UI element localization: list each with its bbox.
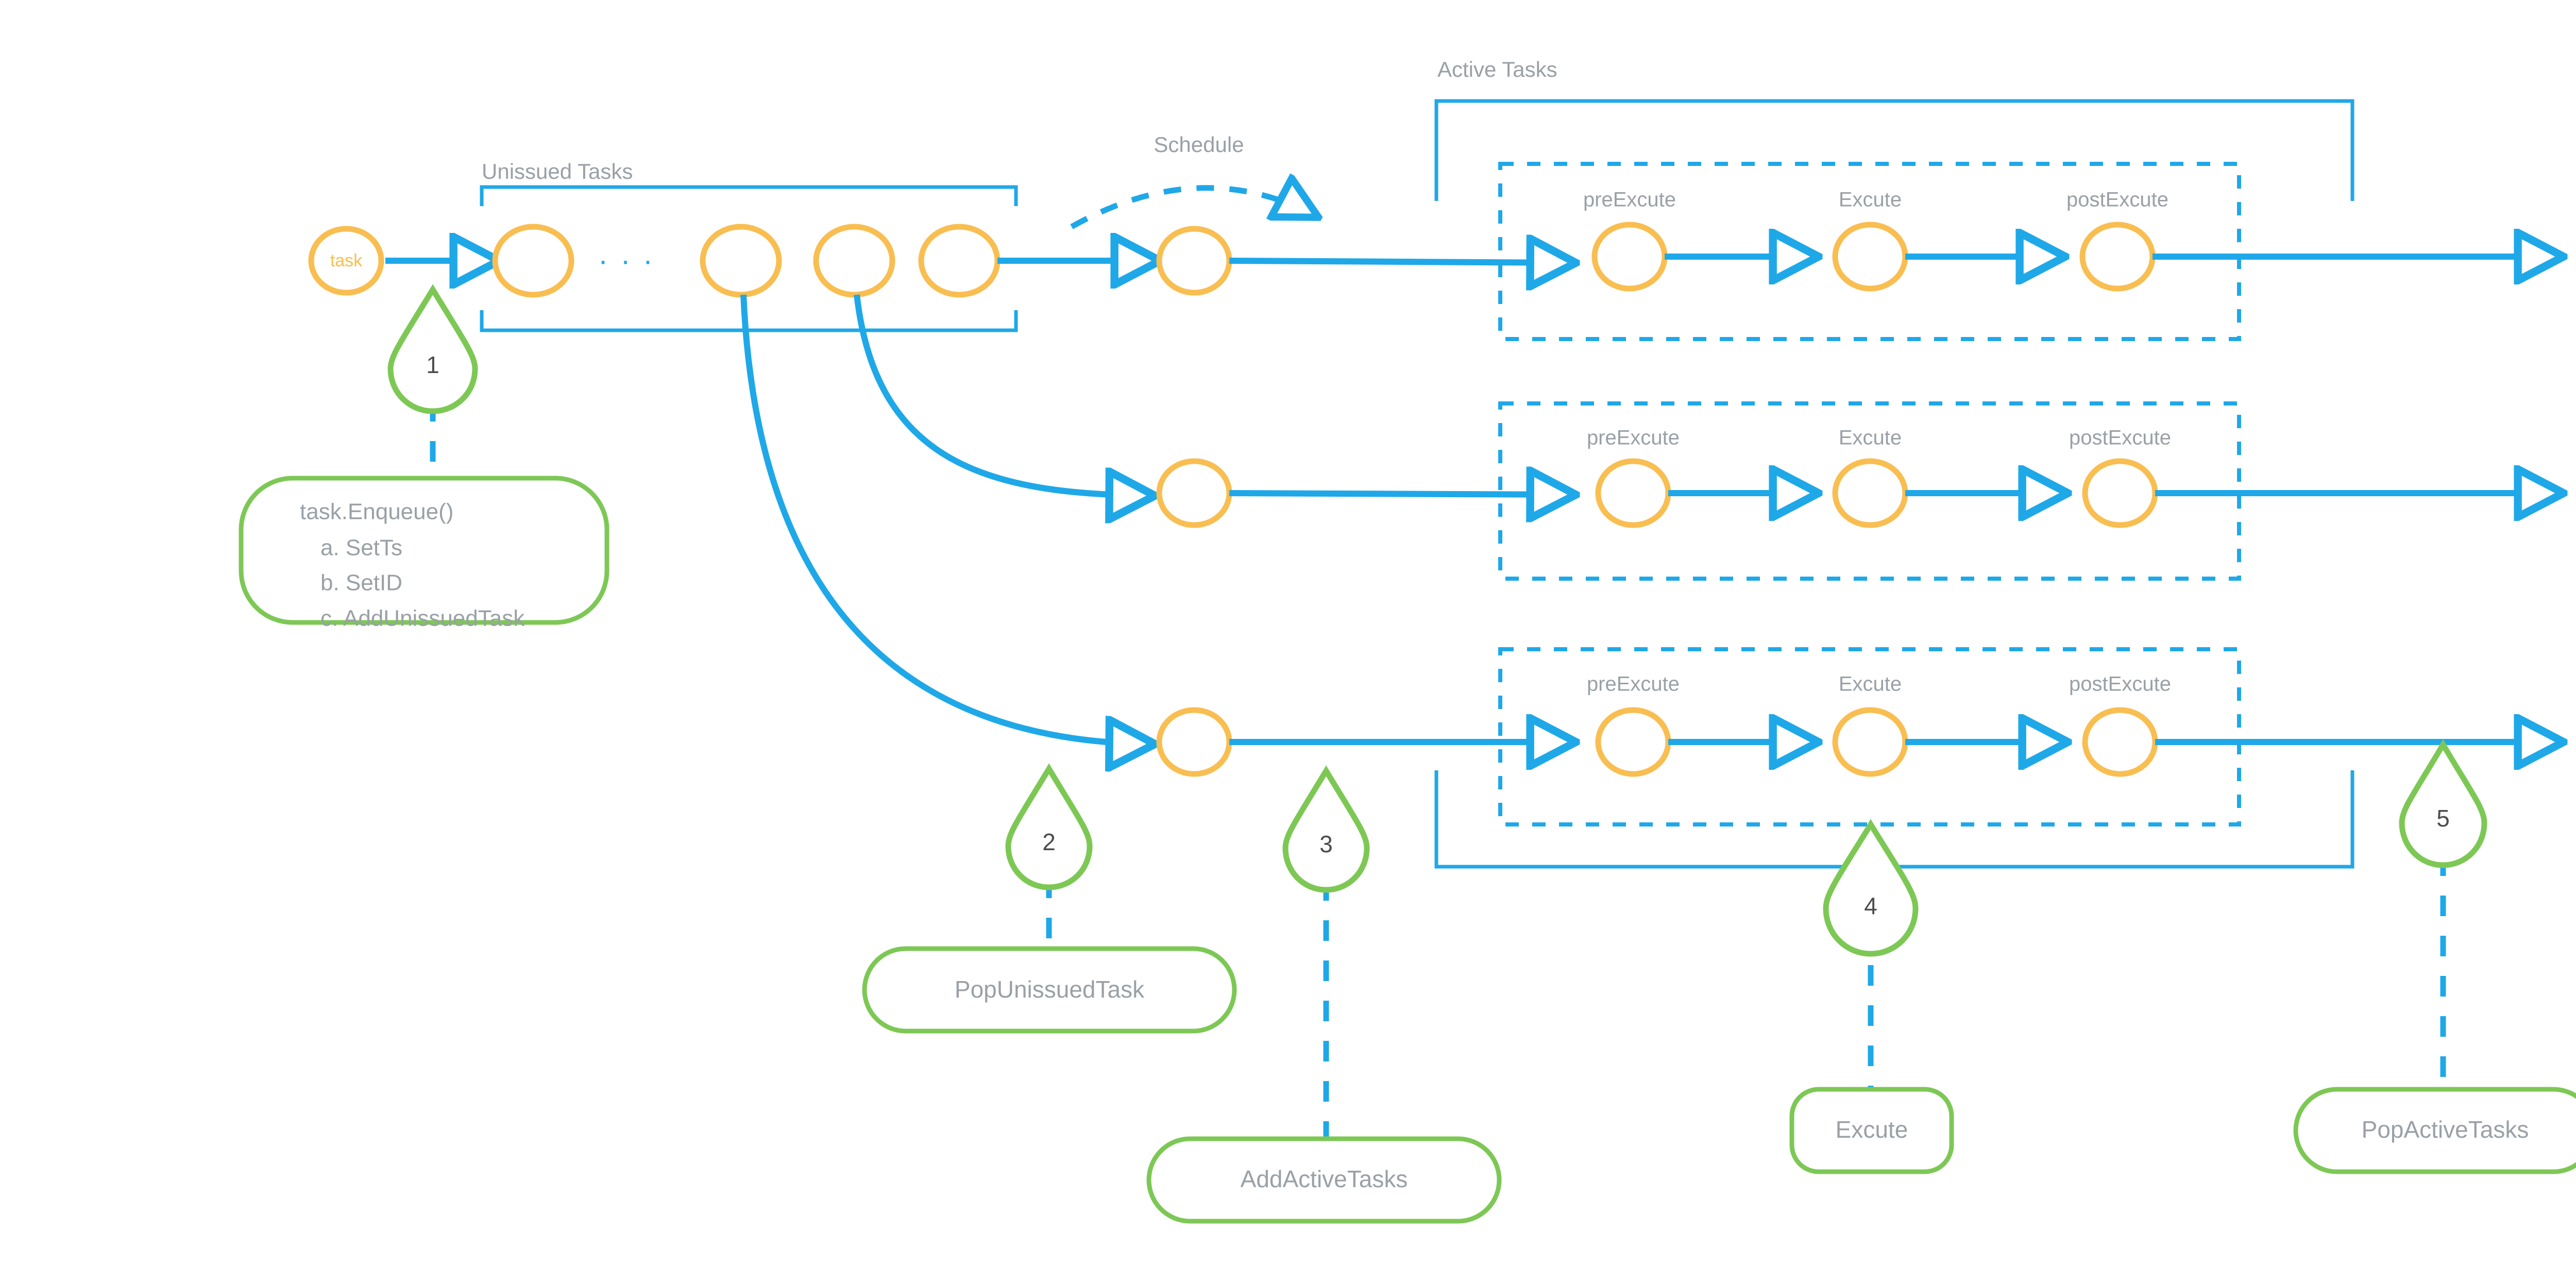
marker-3[interactable]: 3 — [1282, 765, 1370, 893]
queue-node-3[interactable] — [813, 224, 895, 298]
marker-3-label: 3 — [1319, 831, 1333, 857]
queue-node-1-group[interactable] — [492, 224, 574, 298]
queue-node-2[interactable] — [700, 224, 782, 298]
source-node[interactable] — [308, 226, 384, 296]
marker-4[interactable]: 4 — [1823, 819, 1919, 957]
row-1-stage-exec-label: Excute — [1839, 189, 1902, 211]
callout-add-active-tasks[interactable]: AddActiveTasks — [1146, 1136, 1502, 1224]
row-3-stage-exec-label: Excute — [1839, 673, 1902, 696]
row-3-stage-exec-node[interactable] — [1832, 707, 1908, 777]
marker-4-label: 4 — [1864, 892, 1877, 919]
schedule-label: Schedule — [1154, 132, 1244, 157]
row-2-stage-exec-label: Excute — [1839, 427, 1902, 449]
callout-enqueue-line-4: c. AddUnissuedTask — [320, 606, 525, 631]
queue-node-1[interactable] — [492, 224, 574, 298]
marker-1[interactable]: 1 — [387, 284, 478, 414]
edge-queue2-to-row3-entry — [740, 294, 1153, 744]
row-3-stage-post-node[interactable] — [2082, 707, 2158, 777]
row-1-stage-pre-label: preExcute — [1583, 189, 1676, 211]
callout-enqueue[interactable]: task.Enqueue() a. SetTs b. SetID c. AddU… — [239, 476, 609, 631]
row-3-stage-post-label: postExcute — [2069, 673, 2171, 696]
row-3-entry-node[interactable] — [1156, 707, 1232, 777]
queue-node-4[interactable] — [918, 224, 1001, 298]
row-2-stage-exec-node[interactable] — [1832, 458, 1908, 528]
marker-5[interactable]: 5 — [2399, 739, 2487, 868]
callout-add-active-tasks-label: AddActiveTasks — [1241, 1166, 1408, 1192]
callout-pop-active-tasks-label: PopActiveTasks — [2362, 1116, 2529, 1143]
row-1-entry-node[interactable] — [1156, 226, 1232, 296]
marker-2[interactable]: 2 — [1005, 763, 1093, 890]
row-3-stage-pre-label: preExcute — [1587, 673, 1680, 696]
row-2-stage-pre-label: preExcute — [1587, 427, 1680, 449]
active-tasks-label: Active Tasks — [1437, 57, 1557, 81]
source-node-label: task — [330, 251, 363, 271]
row-1-stage-pre-node[interactable] — [1591, 222, 1668, 292]
marker-2-label: 2 — [1042, 829, 1056, 855]
callout-pop-unissued-task-label: PopUnissuedTask — [955, 976, 1145, 1003]
row-1-stage-post-label: postExcute — [2066, 189, 2168, 211]
marker-5-label: 5 — [2436, 805, 2450, 832]
callout-pop-active-tasks[interactable]: PopActiveTasks — [2293, 1087, 2576, 1174]
callout-pop-unissued-task[interactable]: PopUnissuedTask — [862, 946, 1237, 1034]
row-3-stage-pre-node[interactable] — [1595, 707, 1671, 777]
callout-enqueue-line-2: a. SetTs — [320, 535, 402, 561]
callout-enqueue-line-1: task.Enqueue() — [300, 499, 453, 525]
edge-row2-entry-to-pre — [1229, 493, 1574, 495]
callout-excute[interactable]: Excute — [1789, 1087, 1954, 1174]
row-1-stage-exec-node[interactable] — [1832, 222, 1908, 292]
unissued-tasks-bracket — [480, 185, 1018, 332]
callout-enqueue-line-3: b. SetID — [320, 570, 402, 596]
row-2-stage-post-label: postExcute — [2069, 427, 2171, 449]
row-2-stage-post-node[interactable] — [2082, 458, 2158, 528]
schedule-dashed-arrow — [1070, 188, 1317, 229]
row-2-stage-pre-node[interactable] — [1595, 458, 1671, 528]
row-2-entry-node[interactable] — [1156, 458, 1232, 528]
queue-ellipsis: · · · — [598, 244, 655, 277]
marker-1-label: 1 — [426, 351, 439, 378]
unissued-tasks-label: Unissued Tasks — [482, 159, 633, 183]
edge-row1-entry-to-pre — [1229, 261, 1574, 263]
callout-excute-label: Excute — [1836, 1116, 1908, 1143]
row-1-stage-post-node[interactable] — [2079, 222, 2156, 292]
edge-queue3-to-row2-entry — [854, 294, 1153, 496]
